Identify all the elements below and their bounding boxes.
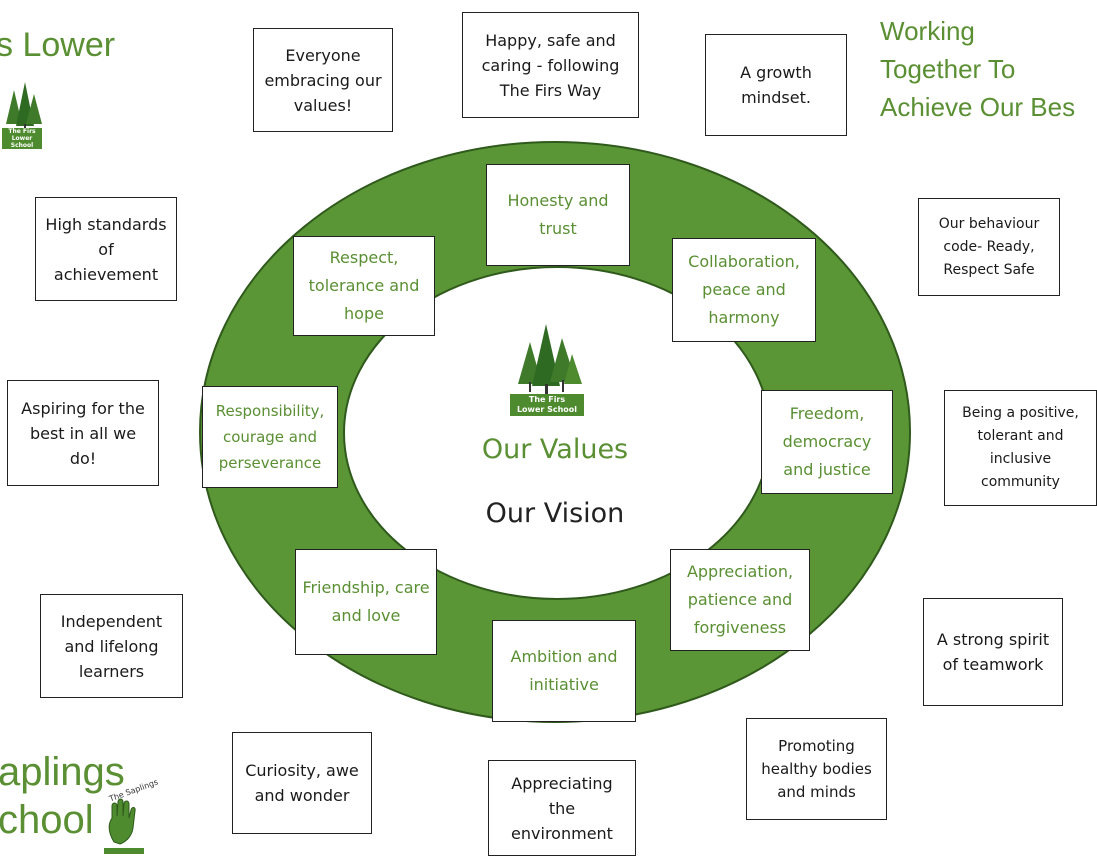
motto-heading: Working Together To Achieve Our Bes <box>880 12 1075 126</box>
saplings-line: chool <box>0 798 94 842</box>
logo-caption: The Firs Lower School <box>2 128 42 149</box>
saplings-logo: The Saplings <box>96 778 159 856</box>
motto-line: Together To <box>880 54 1016 84</box>
vision-box: Curiosity, awe and wonder <box>232 732 372 834</box>
vision-box: Appreciating the environment <box>488 760 636 856</box>
top-left-logo: The Firs Lower School <box>0 76 44 149</box>
vision-box: Everyone embracing our values! <box>253 28 393 132</box>
saplings-line: aplings <box>0 750 125 794</box>
vision-box: High standards of achievement <box>35 197 177 301</box>
vision-box: A growth mindset. <box>705 34 847 136</box>
value-box: Respect, tolerance and hope <box>293 236 435 336</box>
vision-box: Promoting healthy bodies and minds <box>746 718 887 820</box>
vision-box: Independent and lifelong learners <box>40 594 183 698</box>
value-box: Friendship, care and love <box>295 549 437 655</box>
vision-box: Aspiring for the best in all we do! <box>7 380 159 486</box>
value-box: Collaboration, peace and harmony <box>672 238 816 342</box>
value-box: Freedom, democracy and justice <box>761 390 893 494</box>
vision-box: Our behaviour code- Ready, Respect Safe <box>918 198 1060 296</box>
center-logo: The Firs Lower School <box>510 320 586 420</box>
vision-box: Being a positive, tolerant and inclusive… <box>944 390 1097 506</box>
value-box: Responsibility, courage and perseverance <box>202 386 338 488</box>
value-box: Ambition and initiative <box>492 620 636 722</box>
motto-line: Achieve Our Bes <box>880 92 1076 122</box>
center-logo-caption: The Firs Lower School <box>510 394 584 416</box>
motto-line: Working <box>880 16 975 46</box>
trees-icon <box>518 324 582 396</box>
value-box: Appreciation, patience and forgiveness <box>670 549 810 651</box>
saplings-school-name: aplings chool <box>0 748 125 844</box>
value-box: Honesty and trust <box>486 164 630 266</box>
center-title: Our Values <box>481 434 629 465</box>
vision-box: A strong spirit of teamwork <box>923 598 1063 706</box>
trees-icon <box>6 82 42 132</box>
center-subtitle: Our Vision <box>485 498 625 529</box>
handprint-icon <box>104 798 144 854</box>
school-name-top-left: s Lower <box>0 26 116 64</box>
vision-box: Happy, safe and caring - following The F… <box>462 12 639 118</box>
